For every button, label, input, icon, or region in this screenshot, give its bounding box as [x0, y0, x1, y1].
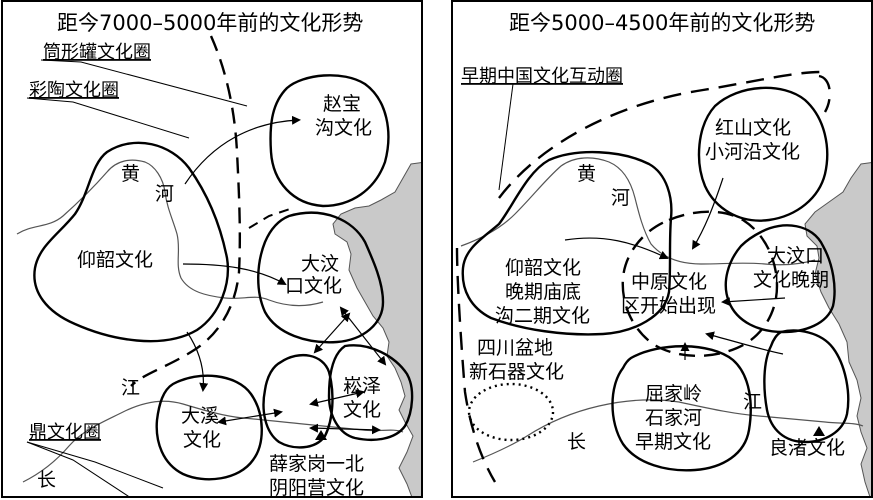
river-label-chang: 长: [567, 431, 586, 453]
boundary-zhongyuan: [621, 210, 779, 358]
label-qujialing-3: 早期文化: [635, 431, 711, 453]
label-daxi-2: 文化: [183, 429, 221, 451]
site-triangle: [813, 426, 825, 436]
yangtze-river: [472, 399, 864, 463]
label-zhaobaogou-2: 沟文化: [315, 117, 372, 139]
label-songze-2: 文化: [343, 399, 381, 421]
label-zhaobaogou-1: 赵宝: [323, 93, 361, 115]
leader-lines: [26, 59, 248, 496]
river-label-huang: 黄: [121, 163, 140, 185]
river-label-jiang: 江: [121, 377, 140, 399]
influence-arrows: [182, 115, 387, 435]
river-label-he: 河: [611, 187, 630, 209]
boundary-daxi: [155, 374, 263, 481]
map-panel-left: 距今7000–5000年前的文化形势 筒形罐文化圈 彩陶文化圈 鼎文化圈 赵宝 …: [1, 0, 423, 498]
map-left-svg: 距今7000–5000年前的文化形势 筒形罐文化圈 彩陶文化圈 鼎文化圈 赵宝 …: [16, 11, 421, 498]
label-yangshao: 仰韶文化: [77, 249, 153, 271]
label-zhongyuan-1: 中原文化: [631, 271, 707, 293]
label-daxi-1: 大溪: [181, 405, 219, 427]
jar-culture-boundary: [130, 35, 242, 387]
label-yangshao-1: 仰韶文化: [505, 257, 581, 279]
label-qujialing-1: 屈家岭: [645, 383, 702, 405]
river-label-huang: 黄: [577, 163, 596, 185]
map-title: 距今5000–4500年前的文化形势: [509, 11, 815, 35]
label-zhongyuan-2: 区开始出现: [621, 295, 716, 317]
label-xuejiagang-2: 阴阳营文化: [269, 477, 364, 498]
label-qujialing-2: 石家河: [645, 407, 702, 429]
map-title: 距今7000–5000年前的文化形势: [57, 11, 363, 35]
river-label-he: 河: [155, 183, 174, 205]
leader-line: [498, 83, 514, 191]
label-hongshan-2: 小河沿文化: [705, 141, 800, 163]
boundary-xuejiagang: [262, 354, 334, 449]
legend-interaction-sphere: 早期中国文化互动圈: [461, 66, 623, 87]
label-sichuan-2: 新石器文化: [469, 361, 564, 383]
label-dawenkou-2: 文化晚期: [753, 269, 829, 291]
river-label-jiang: 江: [743, 391, 762, 413]
interaction-sphere: [455, 70, 831, 483]
map-panel-right: 距今5000–4500年前的文化形势 早期中国文化互动圈 红山文化 小河沿文化 …: [451, 0, 873, 498]
yellow-river: [16, 159, 324, 307]
boundary-yangshao: [33, 141, 229, 343]
label-dawenkou-1: 大汶: [301, 253, 339, 275]
label-sichuan-1: 四川盆地: [477, 337, 553, 359]
label-yangshao-3: 沟二期文化: [495, 305, 590, 327]
influence-arrows: [564, 177, 786, 360]
legend-pottery-culture: 彩陶文化圈: [29, 80, 119, 101]
boundary-zhaobaogou: [269, 74, 390, 208]
yellow-river: [460, 157, 816, 266]
legend-ding-culture: 鼎文化圈: [29, 422, 101, 443]
boundary-liangzhu: [763, 329, 850, 444]
label-liangzhu: 良渚文化: [769, 437, 845, 459]
sea: [804, 162, 871, 496]
boundary-hongshan: [697, 86, 829, 222]
label-songze-1: 崧泽: [343, 375, 381, 397]
legend-jar-culture: 筒形罐文化圈: [43, 42, 151, 63]
map-right-svg: 距今5000–4500年前的文化形势 早期中国文化互动圈 红山文化 小河沿文化 …: [455, 11, 871, 496]
label-dawenkou-2: 口文化: [285, 275, 342, 297]
sea: [332, 162, 421, 496]
label-dawenkou-1: 大汶口: [767, 245, 824, 267]
label-yangshao-2: 晚期庙底: [505, 281, 581, 303]
boundary-yangshao: [461, 150, 673, 336]
jar-culture-boundary-link: [248, 207, 294, 229]
boundary-sichuan: [467, 382, 555, 442]
river-label-chang: 长: [37, 469, 56, 491]
site-triangle: [315, 430, 327, 440]
label-xuejiagang-1: 薛家岗一北: [269, 453, 364, 475]
label-hongshan-1: 红山文化: [715, 117, 791, 139]
boundary-qujialing: [611, 345, 752, 472]
